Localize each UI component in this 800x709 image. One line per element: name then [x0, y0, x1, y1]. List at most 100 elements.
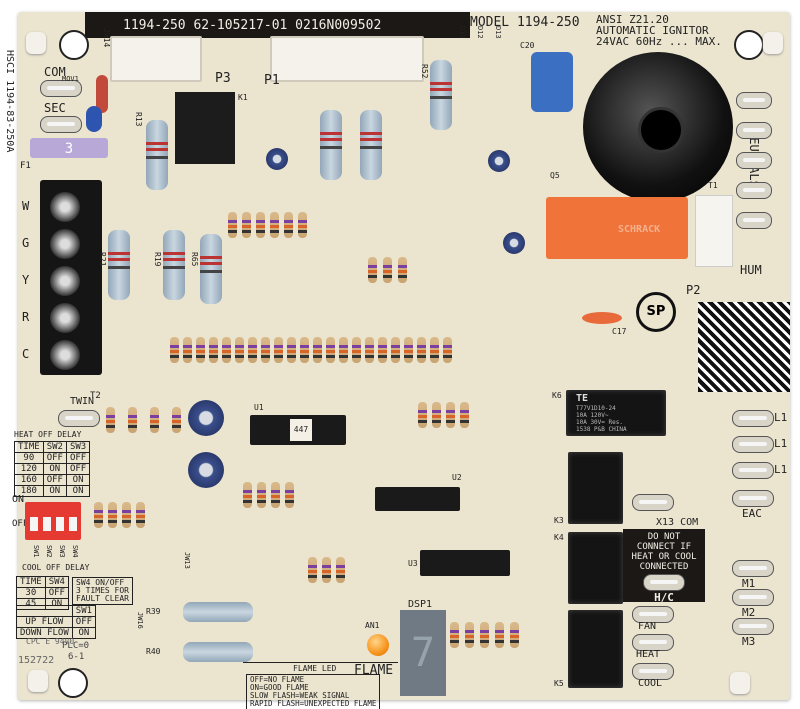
sec-terminal[interactable]: [40, 116, 82, 133]
dip-switch: [25, 502, 81, 540]
eac-terminal[interactable]: [732, 490, 774, 507]
m3-terminal[interactable]: [732, 618, 774, 635]
relay-text: 1538 P&B CHINA: [576, 426, 627, 433]
note-line: 3 TIMES FOR: [76, 586, 129, 595]
designator: U1: [254, 403, 264, 412]
connector-jw14[interactable]: [110, 36, 202, 82]
relay-text: 10A 120V~: [576, 412, 609, 419]
resistor: [209, 337, 218, 363]
designator: JW13: [183, 552, 191, 569]
legend-line: ON=GOOD FLAME: [250, 683, 309, 692]
heat-terminal[interactable]: [632, 634, 674, 651]
relay-k1: [175, 92, 235, 164]
ic-u3: [420, 550, 510, 576]
l1-terminal[interactable]: [732, 462, 774, 479]
resistor: [257, 482, 266, 508]
table-cell: ON: [71, 627, 97, 639]
dip-off-label: OFF: [12, 519, 29, 529]
designator: C20: [520, 41, 535, 50]
designator: R40: [146, 647, 161, 656]
screw-terminal-w[interactable]: [50, 192, 80, 222]
dip-toggle-sw3[interactable]: [56, 517, 64, 531]
designator: P3: [215, 71, 231, 86]
screw-terminal-g[interactable]: [50, 229, 80, 259]
resistor: [352, 337, 361, 363]
x13-com-terminal[interactable]: [632, 494, 674, 511]
neutral-terminal[interactable]: [736, 122, 772, 139]
neutral-terminal[interactable]: [736, 182, 772, 199]
resistor: [172, 407, 181, 433]
designator: P1: [264, 73, 280, 88]
resistor: [106, 407, 115, 433]
twin-label: TWIN: [70, 396, 95, 407]
power-resistor: [163, 230, 185, 300]
plc-text: 6-1: [68, 652, 85, 662]
dip-toggle-sw2[interactable]: [43, 517, 51, 531]
neutral-terminal[interactable]: [736, 92, 772, 109]
flame-label: FLAME: [354, 663, 394, 678]
cool-label: COOL: [638, 678, 663, 689]
m2-terminal[interactable]: [732, 589, 774, 606]
l1-terminal[interactable]: [732, 436, 774, 453]
electrolytic-capacitor: [488, 150, 510, 172]
standoff: [763, 32, 783, 54]
hc-terminal[interactable]: [643, 574, 685, 591]
cool-terminal[interactable]: [632, 663, 674, 680]
resistor: [228, 212, 237, 238]
an1-label: AN1: [365, 621, 380, 630]
relay-brand: SCHRACK: [618, 224, 661, 235]
twin-terminal[interactable]: [58, 410, 100, 427]
relay-text: 10A 30V= Res.: [576, 419, 623, 426]
resistor: [495, 622, 504, 648]
terminal-label-y: Y: [22, 273, 30, 287]
resistor: [270, 212, 279, 238]
resistor: [170, 337, 179, 363]
qr-code-label: [698, 302, 790, 392]
resistor: [404, 337, 413, 363]
table-cell: OFF: [65, 452, 91, 464]
connector-p1[interactable]: [270, 36, 424, 82]
fuse[interactable]: 3: [30, 138, 108, 158]
designator: MOV1: [62, 75, 79, 83]
resistor: [128, 407, 137, 433]
dip-toggle-sw4[interactable]: [69, 517, 77, 531]
terminal-label-c: C: [22, 347, 30, 361]
fan-terminal[interactable]: [632, 606, 674, 623]
resistor: [443, 337, 452, 363]
resistor: [222, 337, 231, 363]
resistor: [446, 402, 455, 428]
resistor: [150, 407, 159, 433]
transformer-t1: [583, 52, 733, 202]
resistor: [274, 337, 283, 363]
csa-logo: SP: [636, 292, 676, 332]
resistor: [271, 482, 280, 508]
ic-u1: 447: [250, 415, 346, 445]
resistor: [256, 212, 265, 238]
designator: R19: [153, 252, 162, 267]
screw-terminal-y[interactable]: [50, 266, 80, 296]
l1-terminal[interactable]: [732, 410, 774, 427]
m1-label: M1: [742, 577, 756, 590]
table-cell: ON: [65, 485, 91, 497]
capacitor-red: [96, 75, 108, 113]
capacitor-c20: [531, 52, 573, 112]
connector-p2[interactable]: [695, 195, 733, 267]
screw-terminal-c[interactable]: [50, 340, 80, 370]
designator: K3: [554, 516, 564, 525]
neutral-terminal[interactable]: [736, 212, 772, 229]
neutral-terminal[interactable]: [736, 152, 772, 169]
resistor: [378, 337, 387, 363]
table-cell: SW3: [65, 441, 91, 453]
resistor: [336, 557, 345, 583]
screw-terminal-r[interactable]: [50, 303, 80, 333]
standoff: [730, 672, 750, 694]
table-cell: UP FLOW: [16, 616, 73, 628]
resistor: [284, 212, 293, 238]
com-terminal[interactable]: [40, 80, 82, 97]
plc-text: PLC=0: [62, 641, 90, 651]
resistor: [242, 212, 251, 238]
dip-toggle-sw1[interactable]: [30, 517, 38, 531]
power-resistor: [360, 110, 382, 180]
designator: T2: [90, 391, 101, 401]
m1-terminal[interactable]: [732, 560, 774, 577]
